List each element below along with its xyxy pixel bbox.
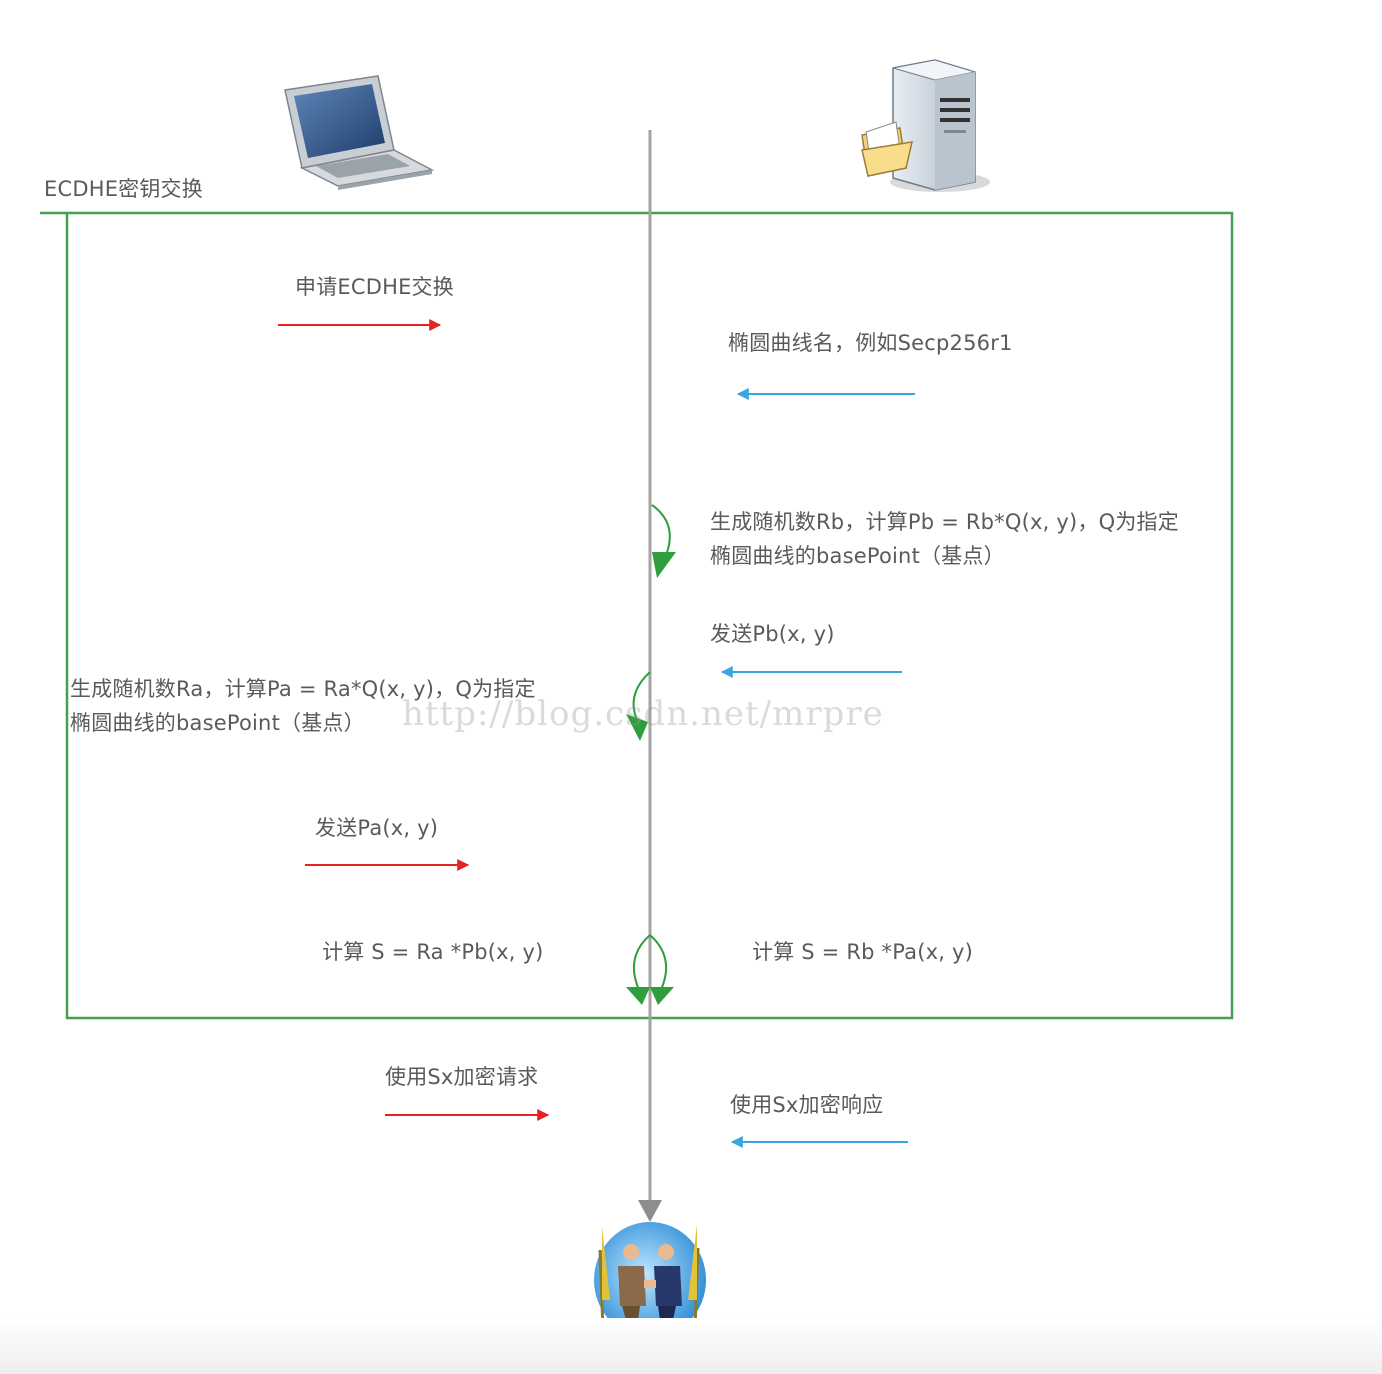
label-server-encrypt: 使用Sx加密响应 — [730, 1093, 884, 1117]
label-client-compute: 计算 S = Ra *Pb(x, y) — [322, 940, 544, 964]
frame-title: ECDHE密钥交换 — [44, 177, 203, 201]
label-server-send-pb: 发送Pb(x, y) — [710, 622, 835, 646]
label-server-curve: 椭圆曲线名，例如Secp256r1 — [728, 331, 1013, 355]
arrow-client-generate — [626, 671, 651, 741]
bottom-shade — [0, 1318, 1382, 1374]
server-icon — [861, 59, 990, 192]
arrow-server-generate — [651, 504, 676, 578]
watermark-text: http://blog.csdn.net/mrpre — [402, 694, 884, 734]
label-server-generate: 生成随机数Rb，计算Pb = Rb*Q(x, y)，Q为指定 椭圆曲线的base… — [710, 505, 1179, 573]
label-server-generate-line1: 生成随机数Rb，计算Pb = Rb*Q(x, y)，Q为指定 — [710, 510, 1179, 534]
label-client-encrypt: 使用Sx加密请求 — [385, 1065, 539, 1089]
label-server-compute: 计算 S = Rb *Pa(x, y) — [752, 940, 974, 964]
label-server-generate-line2: 椭圆曲线的basePoint（基点） — [710, 544, 1005, 568]
label-client-send-pa: 发送Pa(x, y) — [315, 816, 439, 840]
label-client-generate-line1: 生成随机数Ra，计算Pa = Ra*Q(x, y)，Q为指定 — [70, 677, 536, 701]
arrow-compute-shared — [626, 934, 674, 1005]
label-client-request: 申请ECDHE交换 — [295, 275, 454, 299]
label-client-generate-line2: 椭圆曲线的basePoint（基点） — [70, 711, 365, 735]
laptop-icon — [284, 75, 435, 190]
label-client-generate: 生成随机数Ra，计算Pa = Ra*Q(x, y)，Q为指定 椭圆曲线的base… — [70, 672, 536, 740]
timeline-arrowhead — [638, 1200, 662, 1222]
